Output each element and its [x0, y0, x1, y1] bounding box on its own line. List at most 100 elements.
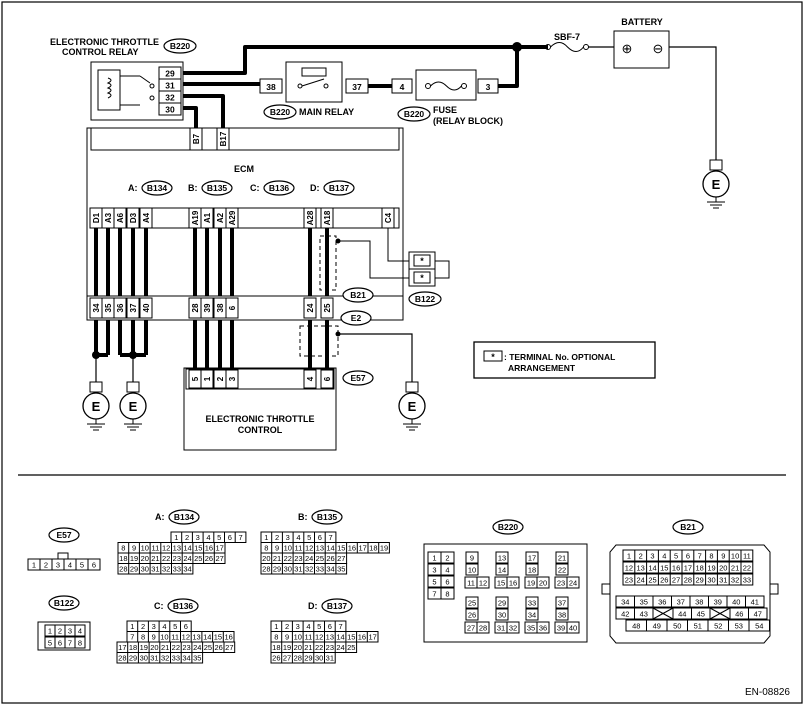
b136-view-row-label: 26 [214, 643, 222, 652]
b134-view-row-label: 16 [205, 544, 213, 553]
b135-view-row-label: 23 [294, 554, 302, 563]
b136-view-row-label: 30 [140, 654, 148, 663]
b21-view-row-label: 2 [639, 552, 643, 561]
b220-view-row-label: 10 [468, 566, 476, 575]
b21-view-row [622, 549, 754, 562]
b220-view-row-label: 19 [527, 579, 535, 588]
etc-label-2: CONTROL [238, 425, 283, 435]
ecm-pin-label: A2 [216, 212, 225, 223]
b21-pin [139, 297, 153, 319]
b134-view-row-label: 7 [238, 533, 242, 542]
b135-view-row-label: 5 [307, 533, 311, 542]
b137-view-row-label: 13 [326, 633, 334, 642]
ecm-pin-label: A29 [228, 210, 237, 225]
b135-view-row-label: 12 [305, 544, 313, 553]
b136-view-row-label: 34 [182, 654, 190, 663]
b122-view-row-label: 3 [68, 627, 72, 636]
b220-view-row [525, 551, 539, 564]
e57-pin [320, 369, 334, 389]
b21-view-row [625, 619, 770, 632]
b21-view-row-label: 10 [731, 552, 739, 561]
b21-view-row-label: 28 [684, 576, 692, 585]
b220-view-row-label: 21 [558, 554, 566, 563]
b134-view-row-label: 28 [119, 565, 127, 574]
b137-view-row-label: 20 [294, 643, 302, 652]
b21-view-row-label: 51 [694, 622, 702, 631]
b122-view-row-label: 4 [78, 627, 82, 636]
b137-view-row-label: 23 [326, 643, 334, 652]
b220-view-row-label: 32 [509, 624, 517, 633]
b21-view-row-label: 54 [755, 622, 763, 631]
b134-view-row-label: 10 [141, 544, 149, 553]
b137-view-row-label: 10 [294, 633, 302, 642]
b220-view-row-label: 31 [497, 624, 505, 633]
b135-view-row-label: 25 [316, 554, 324, 563]
b220-view-row [495, 608, 509, 621]
b135-view-row-label: 24 [305, 554, 313, 563]
b220-view-row-label: 24 [569, 579, 577, 588]
e57-view-badge [48, 527, 80, 543]
b134-view-row-label: 18 [119, 554, 127, 563]
b134-view-row-label: 27 [215, 554, 223, 563]
e2-badge: E2 [340, 310, 372, 326]
b21-pin-label: 6 [228, 305, 237, 310]
b137-view-row-label: 25 [347, 643, 355, 652]
b137-view-row-label: 8 [274, 633, 278, 642]
b21-pin [200, 297, 214, 319]
b134-view-row-label: 15 [194, 544, 202, 553]
ecm-upper-strip [90, 127, 400, 151]
b134-view-row-label: 34 [183, 565, 191, 574]
b21-view-row-label: 53 [735, 622, 743, 631]
b136-view-row-label: 2 [141, 622, 145, 631]
e57-view-row-label: 5 [80, 561, 84, 570]
b134-view-row-label: 1 [174, 533, 178, 542]
main-relay-connector-badge: B220 [263, 104, 297, 120]
ecm-pin-label: A3 [104, 212, 113, 223]
ecm-upper-pin [189, 127, 203, 151]
ecm-connector-badge [141, 180, 173, 196]
e57-view-row-label: 6 [92, 561, 96, 570]
b21-view-row-label: 47 [754, 610, 762, 619]
b21-view-row [622, 573, 754, 586]
b21-pin-label: 24 [306, 303, 315, 312]
b21-view-row-label: 42 [621, 610, 629, 619]
b220-view-row-label: 37 [558, 599, 566, 608]
b137-view-row-label: 1 [274, 622, 278, 631]
b137-view-row-label: 9 [285, 633, 289, 642]
ground-label: E [92, 399, 101, 414]
b135-view-row-label: 21 [273, 554, 281, 563]
b21-view-row [622, 561, 754, 574]
battery-plus: ⊕ [622, 41, 633, 56]
b135-view-row-label: 34 [326, 565, 334, 574]
b122-wires [338, 228, 409, 279]
b137-view-row-label: 15 [347, 633, 355, 642]
b220-view-row-label: 27 [467, 624, 475, 633]
b135-view-row-label: 15 [337, 544, 345, 553]
splice-dot [512, 42, 522, 52]
b122-mark-1: * [420, 256, 424, 266]
b220-view-row-label: 15 [497, 579, 505, 588]
svg-text:E2: E2 [351, 313, 362, 323]
b136-view-row-label: 25 [204, 643, 212, 652]
b136-view-row-label: 16 [224, 633, 232, 642]
b220-view-row-label: 23 [557, 579, 565, 588]
main-relay-label: MAIN RELAY [299, 107, 354, 117]
fuse-pin-3-label: 3 [486, 82, 491, 92]
b21-view-row-label: 29 [696, 576, 704, 585]
b137-view-row-label: 16 [358, 633, 366, 642]
ecm-connector-prefix: C: [250, 183, 260, 193]
battery-label: BATTERY [621, 17, 663, 27]
b21-pin-label: 34 [92, 303, 101, 312]
b136-view-row-label: 17 [118, 643, 126, 652]
b21-e57-wires [92, 320, 413, 382]
svg-text:B21: B21 [350, 290, 366, 300]
b21-view-row-label: 15 [660, 564, 668, 573]
b21-view-row-label: 6 [686, 552, 690, 561]
b136-view-row-label: 31 [150, 654, 158, 663]
b21-view-row-label: 45 [697, 610, 705, 619]
b135-view-row-label: 10 [284, 544, 292, 553]
battery-wires [588, 46, 717, 160]
b21-view-row-label: 37 [677, 598, 685, 607]
